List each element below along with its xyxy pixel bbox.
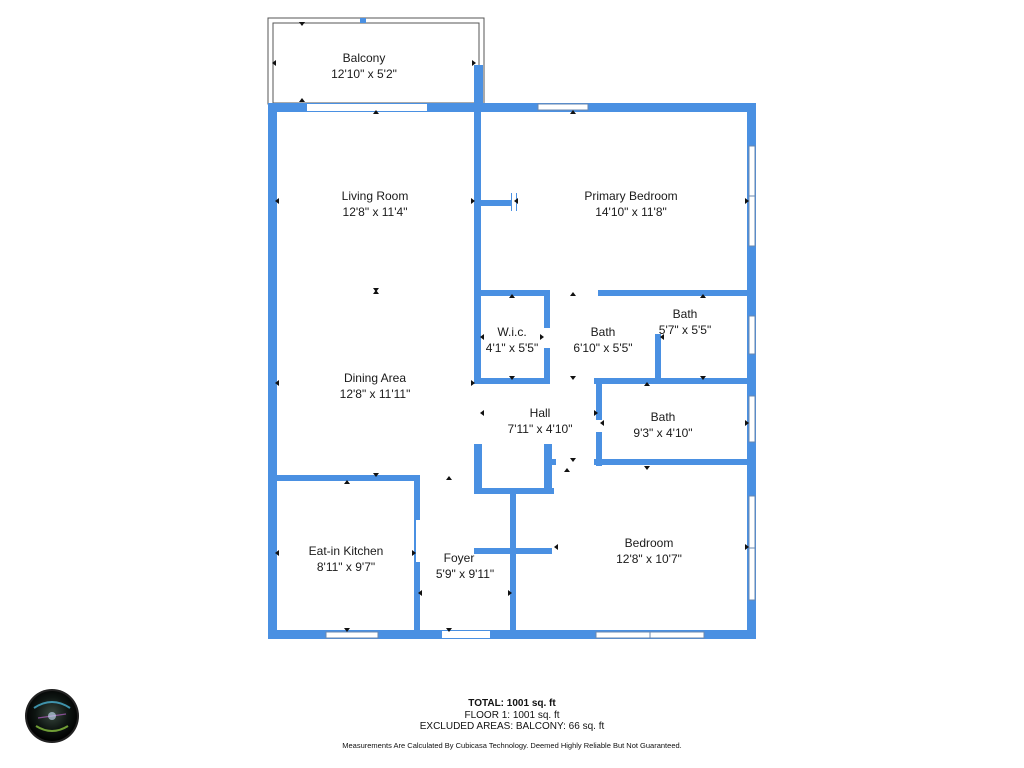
total-area: TOTAL: 1001 sq. ft	[468, 698, 556, 709]
room-name-bedroom: Bedroom	[625, 536, 674, 550]
room-name-living-room: Living Room	[342, 189, 409, 203]
room-name-primary-bedroom: Primary Bedroom	[584, 189, 677, 203]
room-name-dining-area: Dining Area	[344, 371, 406, 385]
room-dims-balcony: 12'10" x 5'2"	[331, 67, 397, 81]
room-dims-eat-in-kitchen: 8'11" x 9'7"	[317, 560, 375, 574]
door-openings	[307, 104, 550, 638]
room-dims-bath-right: 9'3" x 4'10"	[633, 426, 692, 440]
room-name-wic: W.i.c.	[497, 325, 526, 339]
dimension-markers	[272, 22, 749, 632]
room-name-bath-right: Bath	[651, 410, 676, 424]
room-dims-foyer: 5'9" x 9'11"	[436, 567, 494, 581]
windows	[325, 103, 756, 639]
room-labels: Balcony 12'10" x 5'2" Living Room 12'8" …	[309, 51, 712, 581]
room-dims-living-room: 12'8" x 11'4"	[343, 205, 408, 219]
room-dims-primary-bedroom: 14'10" x 11'8"	[595, 205, 667, 219]
room-dims-wic: 4'1" x 5'5"	[486, 341, 538, 355]
room-dims-bedroom: 12'8" x 10'7"	[616, 552, 682, 566]
room-name-hall: Hall	[530, 406, 551, 420]
measurement-disclaimer: Measurements Are Calculated By Cubicasa …	[342, 741, 682, 750]
company-logo	[25, 689, 79, 743]
room-dims-hall: 7'11" x 4'10"	[508, 422, 573, 436]
room-name-foyer: Foyer	[444, 551, 475, 565]
excluded-areas: EXCLUDED AREAS: BALCONY: 66 sq. ft	[419, 721, 605, 732]
floor-area: FLOOR 1: 1001 sq. ft	[464, 710, 560, 721]
room-dims-bath-upper-right: 5'7" x 5'5"	[659, 323, 711, 337]
room-name-eat-in-kitchen: Eat-in Kitchen	[309, 544, 384, 558]
room-name-balcony: Balcony	[343, 51, 386, 65]
room-name-bath-upper-right: Bath	[673, 307, 698, 321]
room-name-bath-center: Bath	[591, 325, 616, 339]
room-dims-bath-center: 6'10" x 5'5"	[573, 341, 632, 355]
room-dims-dining-area: 12'8" x 11'11"	[340, 387, 411, 401]
